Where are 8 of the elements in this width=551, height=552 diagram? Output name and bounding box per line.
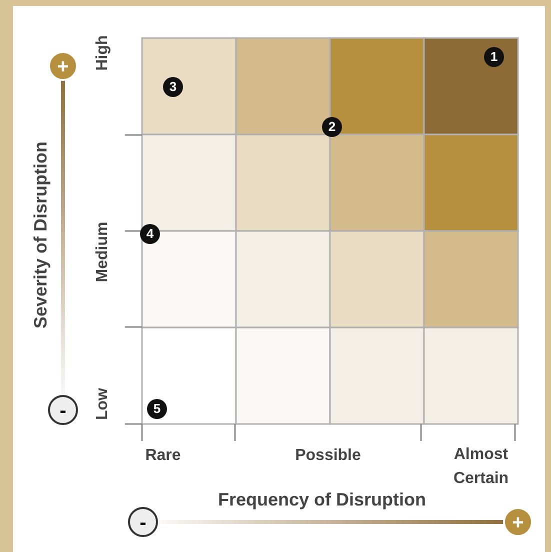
axis-label: Rare <box>145 447 181 465</box>
axis-label: High <box>94 35 112 71</box>
axis-label: Medium <box>94 222 112 282</box>
axis-label: Low <box>94 388 112 420</box>
axis-title: Severity of Disruption <box>30 141 52 329</box>
axis-title: Frequency of Disruption <box>218 490 426 510</box>
axis-label: Almost Certain <box>452 445 510 489</box>
axis-label: Possible <box>295 447 361 465</box>
